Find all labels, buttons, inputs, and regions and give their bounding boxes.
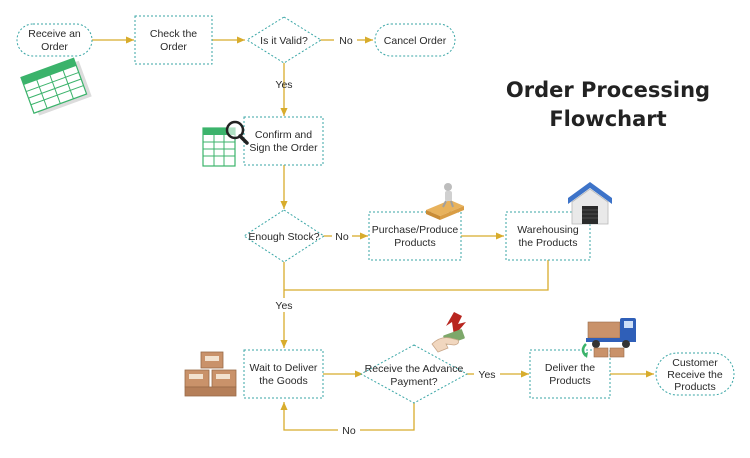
- node-confirm-sign[interactable]: Confirm and Sign the Order: [243, 116, 324, 166]
- node-enough-stock[interactable]: Enough Stock?: [243, 209, 325, 263]
- node-customer-receive-line2: Receive the: [667, 369, 723, 381]
- node-receive-payment[interactable]: Receive the Advance Payment?: [359, 344, 469, 404]
- magnifier-spreadsheet-icon: [202, 120, 249, 167]
- node-wait-deliver-line2: the Goods: [259, 375, 307, 387]
- worker-package-icon: [426, 183, 464, 220]
- node-customer-receive-line3: Products: [674, 381, 715, 393]
- delivery-truck-icon: [581, 318, 636, 358]
- node-deliver-products-line1: Deliver the: [545, 362, 595, 374]
- flowchart-title: Order Processing Flowchart: [506, 78, 710, 131]
- node-wait-deliver-line1: Wait to Deliver: [250, 362, 318, 374]
- edge-label-valid-no: No: [339, 35, 353, 47]
- node-warehousing-line1: Warehousing: [517, 224, 579, 236]
- node-deliver-products[interactable]: Deliver the Products: [529, 349, 611, 399]
- node-confirm-sign-line2: Sign the Order: [249, 142, 318, 154]
- node-enough-stock-label: Enough Stock?: [248, 231, 319, 243]
- node-customer-receive[interactable]: Customer Receive the Products: [655, 352, 735, 396]
- node-deliver-products-line2: Products: [549, 375, 590, 387]
- warehouse-icon: [568, 182, 612, 225]
- node-receive-order[interactable]: Receive an Order: [16, 23, 93, 57]
- spreadsheet-icon: [20, 57, 92, 116]
- node-receive-order-line2: Order: [41, 41, 68, 53]
- edge-label-stock-no: No: [335, 231, 349, 243]
- node-receive-payment-line2: Payment?: [390, 376, 437, 388]
- edge-label-payment-no: No: [342, 425, 356, 437]
- edges: [92, 36, 654, 431]
- node-cancel-order-label: Cancel Order: [384, 35, 447, 47]
- node-check-order[interactable]: Check the Order: [134, 15, 213, 65]
- hand-money-icon: [431, 312, 466, 353]
- node-purchase-produce[interactable]: Purchase/Produce Products: [368, 211, 462, 261]
- node-wait-deliver[interactable]: Wait to Deliver the Goods: [243, 349, 324, 399]
- edge-label-payment-yes: Yes: [478, 369, 495, 381]
- node-check-order-line2: Order: [160, 41, 187, 53]
- title-line1: Order Processing: [506, 78, 710, 102]
- edge-label-valid-yes: Yes: [275, 79, 292, 91]
- node-is-valid[interactable]: Is it Valid?: [246, 16, 322, 64]
- title-line2: Flowchart: [549, 107, 666, 131]
- edge-warehousing-loop: [284, 260, 549, 291]
- node-cancel-order[interactable]: Cancel Order: [374, 23, 456, 57]
- node-receive-order-line1: Receive an: [28, 28, 81, 40]
- node-purchase-produce-line2: Products: [394, 237, 435, 249]
- node-purchase-produce-line1: Purchase/Produce: [372, 224, 459, 236]
- edge-label-stock-yes: Yes: [275, 300, 292, 312]
- node-warehousing-line2: the Products: [519, 237, 578, 249]
- edge-labels: No Yes No Yes Yes No: [272, 35, 496, 437]
- cardboard-boxes-icon: [184, 351, 237, 397]
- node-is-valid-label: Is it Valid?: [260, 35, 308, 47]
- node-check-order-line1: Check the: [150, 28, 197, 40]
- nodes: Receive an Order Check the Order Is it V…: [16, 15, 735, 404]
- node-receive-payment-line1: Receive the Advance: [365, 363, 464, 375]
- node-customer-receive-line1: Customer: [672, 357, 718, 369]
- node-confirm-sign-line1: Confirm and: [255, 129, 312, 141]
